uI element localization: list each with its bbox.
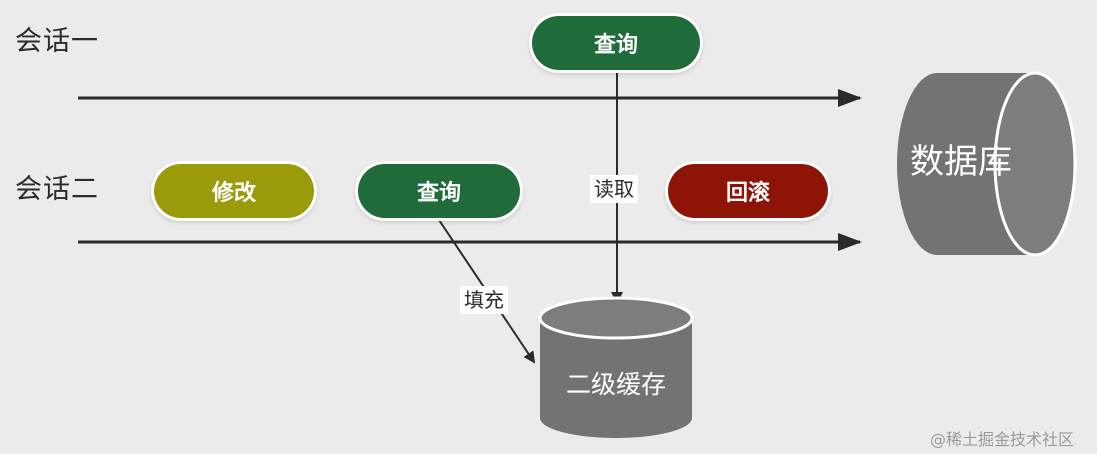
- session-two-label: 会话二: [15, 174, 99, 205]
- query-node-session-one: 查询: [532, 16, 700, 70]
- read-edge-label: 读取: [590, 175, 638, 203]
- watermark: @稀土掘金技术社区: [930, 430, 1075, 449]
- modify-node-label: 修改: [211, 181, 256, 206]
- modify-node: 修改: [154, 164, 314, 218]
- session-one-label: 会话一: [15, 26, 99, 57]
- fill-edge-label: 填充: [460, 286, 508, 314]
- database-label: 数据库: [910, 142, 1012, 182]
- rollback-node: 回滚: [668, 164, 828, 218]
- cache-cylinder: [538, 296, 694, 438]
- query-node-label: 查询: [416, 181, 461, 206]
- rollback-node-label: 回滚: [725, 181, 770, 206]
- query-node-label: 查询: [593, 33, 638, 58]
- cache-label: 二级缓存: [565, 370, 666, 399]
- database-cylinder: [897, 71, 1077, 257]
- query-node-session-two: 查询: [358, 164, 520, 218]
